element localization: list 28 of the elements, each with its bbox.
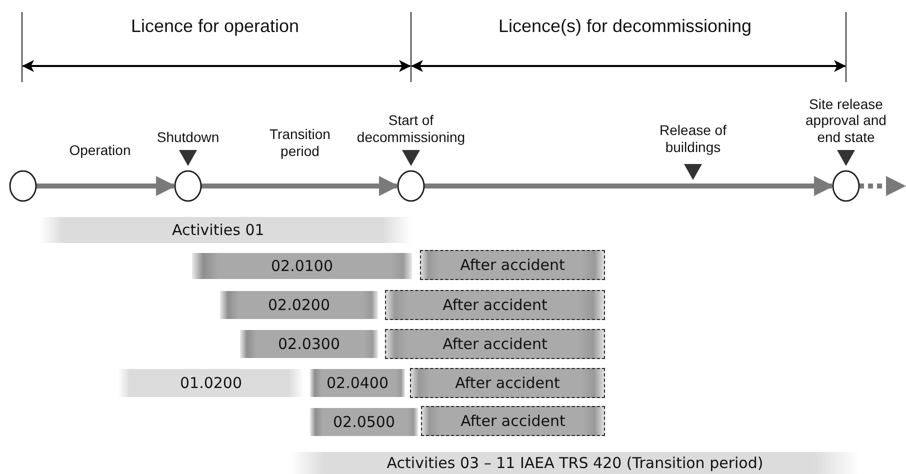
- milestone-circle: [9, 170, 37, 202]
- activity-bar: 01.0200: [118, 369, 304, 397]
- after-accident-box: After accident: [420, 250, 605, 280]
- milestone-label: Shutdown: [156, 128, 220, 146]
- activity-bar: 02.0100: [192, 253, 412, 279]
- activity-bar: 02.0300: [240, 330, 378, 358]
- milestone-label: Release of buildings: [658, 122, 728, 156]
- edge-label: Operation: [68, 142, 132, 159]
- timeline-arrow: [424, 176, 834, 196]
- timeline-arrow: [201, 176, 399, 196]
- period-label: Licence(s) for decommissioning: [497, 16, 753, 38]
- dotted-arrow: [859, 176, 906, 196]
- timeline-arrow: [36, 176, 176, 196]
- milestone-label: Start of decommissioning: [356, 111, 466, 146]
- edge-label: Transition period: [268, 126, 332, 160]
- milestone-circle: [174, 170, 202, 202]
- milestone-circle: [832, 170, 860, 202]
- after-accident-box: After accident: [385, 329, 605, 359]
- activity-bar: 02.0200: [220, 291, 378, 319]
- activity-bar: 02.0400: [310, 369, 405, 397]
- after-accident-box: After accident: [421, 406, 605, 436]
- activity-bar: 02.0500: [310, 408, 418, 436]
- period-label: Licence for operation: [130, 16, 300, 38]
- after-accident-box: After accident: [410, 368, 605, 398]
- milestone-label: Site release approval and end state: [804, 94, 888, 146]
- after-accident-box: After accident: [385, 290, 605, 320]
- milestone-circle: [397, 170, 425, 202]
- activity-bar: Activities 01: [40, 217, 412, 243]
